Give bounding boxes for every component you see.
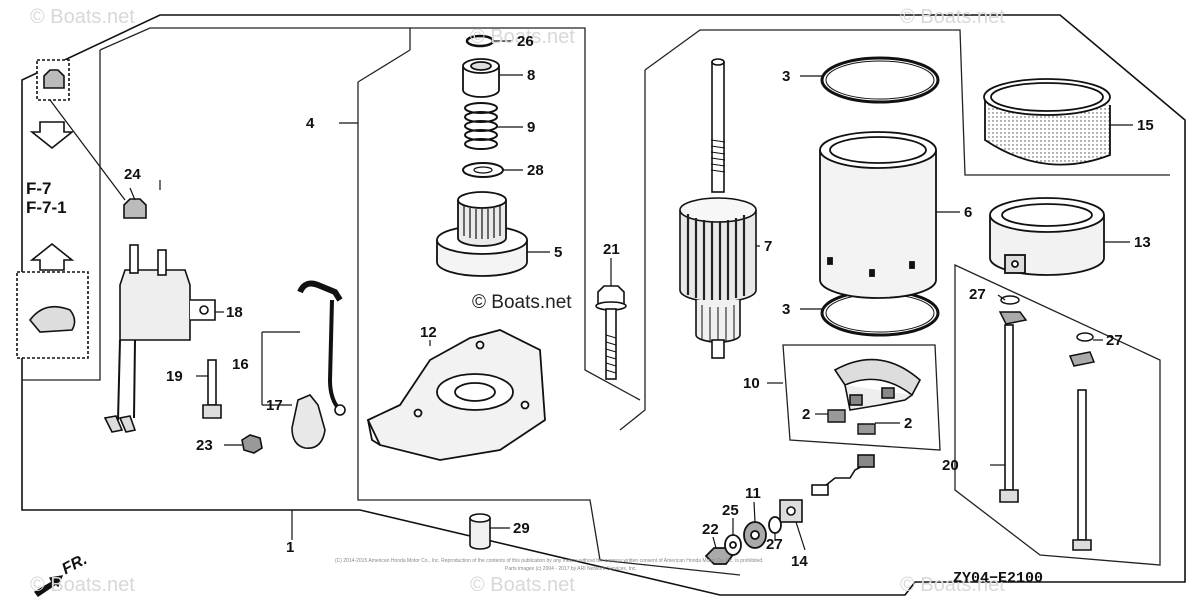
part-19-bolt: [202, 359, 222, 419]
part-12-front-cover: [366, 329, 546, 461]
part-label-5[interactable]: 5: [554, 244, 563, 261]
part-15-band: [983, 78, 1111, 166]
part-16-cable: [297, 280, 346, 416]
part-20-through-bolts: [999, 324, 1092, 551]
part-label-2a[interactable]: 2: [802, 406, 811, 423]
part-14-terminal: [779, 454, 875, 523]
part-label-7[interactable]: 7: [764, 238, 773, 255]
subassembly-boundaries: [22, 27, 1170, 576]
part-label-14[interactable]: 14: [791, 553, 808, 570]
part-label-27c[interactable]: 27: [766, 536, 783, 553]
part-13-cover: [989, 197, 1105, 276]
part-28-washer: [462, 162, 504, 178]
part-label-10[interactable]: 10: [743, 375, 760, 392]
part-18-solenoid: [103, 244, 216, 433]
part-17-boot: [291, 394, 326, 449]
part-label-13[interactable]: 13: [1134, 234, 1151, 251]
diagram-code: ZY04−E2100: [953, 570, 1044, 587]
part-label-28[interactable]: 28: [527, 162, 544, 179]
part-label-16[interactable]: 16: [232, 356, 249, 373]
part-24-nut: [123, 198, 147, 219]
part-label-3a[interactable]: 3: [782, 68, 791, 85]
part-label-9[interactable]: 9: [527, 119, 536, 136]
watermark: © Boats.net: [900, 574, 1005, 596]
part-label-4[interactable]: 4: [306, 115, 315, 132]
watermark: © Boats.net: [900, 6, 1005, 28]
watermark: © Boats.net: [30, 6, 135, 28]
part-label-23[interactable]: 23: [196, 437, 213, 454]
part-label-26[interactable]: 26: [517, 33, 534, 50]
part-label-21[interactable]: 21: [603, 241, 620, 258]
watermark: © Boats.net: [470, 26, 575, 48]
figure-ref-f7[interactable]: F-7: [26, 179, 52, 198]
part-label-17[interactable]: 17: [266, 397, 283, 414]
parts-washers-nuts: [704, 516, 782, 565]
part-label-22[interactable]: 22: [702, 521, 719, 538]
figure-ref-f71[interactable]: F-7-1: [26, 198, 67, 217]
part-27-washers: [998, 295, 1096, 367]
part-9-spring: [464, 102, 498, 150]
part-label-3b[interactable]: 3: [782, 301, 791, 318]
part-2-brushes: [827, 409, 876, 435]
part-label-11[interactable]: 11: [745, 485, 761, 502]
left-reference-icons: [16, 59, 89, 359]
part-label-29[interactable]: 29: [513, 520, 530, 537]
part-label-8[interactable]: 8: [527, 67, 536, 84]
fine-print: Parts images (c) 2004 - 2017 by ARI Netw…: [505, 566, 637, 572]
part-label-1[interactable]: 1: [286, 539, 295, 556]
part-label-27a[interactable]: 27: [969, 286, 986, 303]
fine-print: (C) 2014-2015 American Honda Motor Co., …: [335, 558, 764, 564]
leader-lines: [49, 40, 1133, 551]
part-29-dowel: [469, 513, 491, 550]
part-label-25[interactable]: 25: [722, 502, 739, 519]
part-label-18[interactable]: 18: [226, 304, 243, 321]
part-label-20[interactable]: 20: [942, 457, 959, 474]
part-8-collar: [462, 58, 500, 98]
part-21-bolt: [595, 285, 627, 380]
part-label-6[interactable]: 6: [964, 204, 973, 221]
part-label-24[interactable]: 24: [124, 166, 141, 183]
watermark: © Boats.net: [30, 574, 135, 596]
part-5-pinion: [436, 191, 528, 277]
part-10-brush-holder: [833, 358, 922, 411]
part-label-2b[interactable]: 2: [904, 415, 913, 432]
outer-boundary: [21, 14, 1186, 596]
watermark: © Boats.net: [470, 574, 575, 596]
copyright-text: © Boats.net: [472, 292, 572, 313]
part-label-15[interactable]: 15: [1137, 117, 1154, 134]
part-label-27b[interactable]: 27: [1106, 332, 1123, 349]
part-7-armature: [679, 58, 757, 359]
front-arrow-icon: [33, 575, 64, 597]
part-6-yoke: [819, 131, 937, 299]
part-label-12[interactable]: 12: [420, 324, 437, 341]
part-label-19[interactable]: 19: [166, 368, 183, 385]
part-23-nut: [241, 434, 263, 454]
